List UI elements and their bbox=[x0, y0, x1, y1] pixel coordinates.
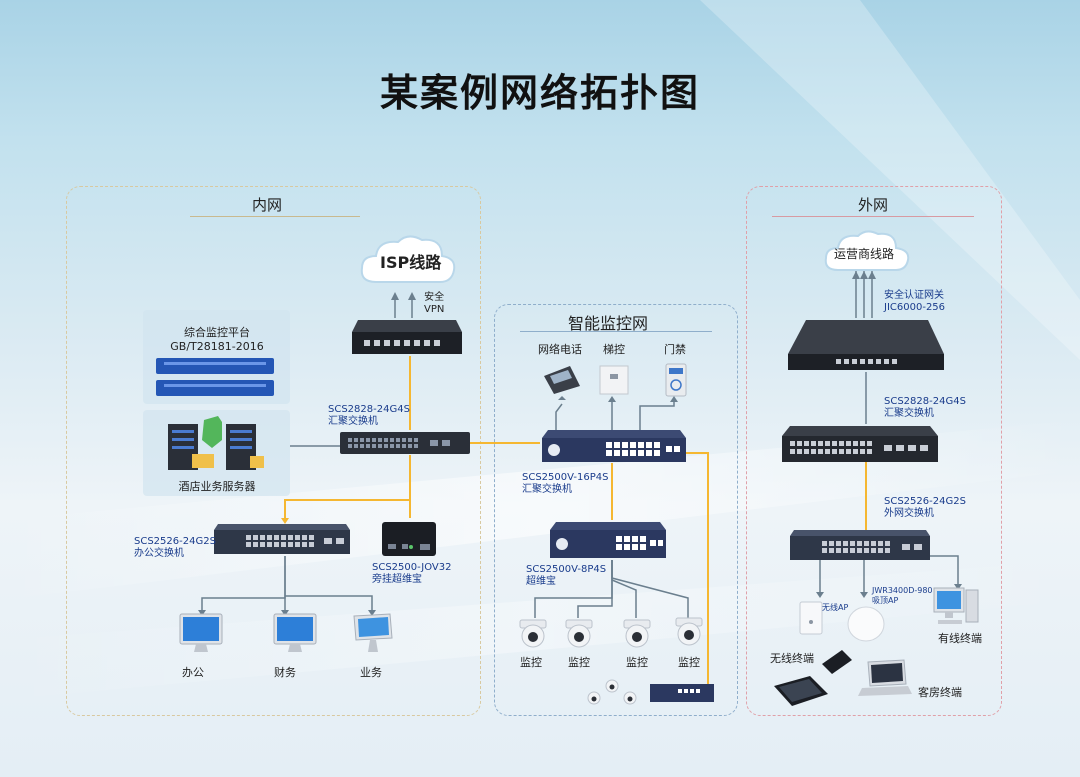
camera-label: 监控 bbox=[678, 656, 700, 669]
terminal-label: 办公 bbox=[182, 666, 204, 679]
wall-ap-icon bbox=[799, 601, 823, 635]
elevator-panel-icon bbox=[599, 365, 629, 395]
guest-terminal-label: 客房终端 bbox=[918, 686, 962, 699]
hotel-server-icon bbox=[168, 416, 264, 470]
zone-monitor-network bbox=[494, 304, 738, 716]
divider bbox=[190, 216, 360, 217]
wired-pc-icon bbox=[933, 587, 979, 624]
business-kiosk-icon bbox=[353, 613, 393, 652]
access-control-label: 门禁 bbox=[664, 343, 686, 356]
elevator-control-label: 梯控 bbox=[603, 343, 625, 356]
zone-inner-title: 内网 bbox=[252, 196, 283, 214]
wireless-ap-label: 无线AP bbox=[822, 603, 849, 612]
isp-label: ISP线路 bbox=[380, 253, 442, 272]
divider bbox=[772, 216, 974, 217]
dome-camera-icon bbox=[565, 619, 593, 648]
server-rack-icon bbox=[156, 358, 274, 396]
monitor-agg-switch-icon bbox=[542, 430, 686, 462]
camera-label: 监控 bbox=[626, 656, 648, 669]
dome-camera-icon bbox=[675, 617, 703, 646]
zone-outer-network bbox=[746, 186, 1002, 716]
mini-switch-icon bbox=[650, 684, 714, 702]
page-title: 某案例网络拓扑图 bbox=[379, 71, 700, 115]
ceiling-ap-icon bbox=[847, 606, 885, 642]
bypass-device-icon bbox=[382, 522, 436, 556]
wireless-terminal-label: 无线终端 bbox=[770, 652, 814, 665]
zone-outer-title: 外网 bbox=[858, 196, 889, 214]
camera-group-icon bbox=[587, 679, 637, 705]
office-pc-icon bbox=[179, 613, 223, 652]
security-gateway-icon bbox=[788, 320, 944, 370]
core-switch-icon bbox=[340, 432, 470, 454]
tablet-icon bbox=[774, 676, 828, 706]
office-switch-icon bbox=[214, 524, 350, 554]
wired-terminal-label: 有线终端 bbox=[938, 632, 982, 645]
divider bbox=[520, 331, 712, 332]
terminal-label: 财务 bbox=[274, 666, 296, 679]
hotel-server-label: 酒店业务服务器 bbox=[178, 480, 256, 493]
zone-inner-network bbox=[66, 186, 481, 716]
carrier-cloud-icon bbox=[824, 230, 910, 271]
door-access-icon bbox=[665, 363, 687, 397]
vpn-router-icon bbox=[352, 320, 462, 354]
outer-switch-icon bbox=[790, 530, 930, 560]
terminal-label: 业务 bbox=[360, 666, 382, 679]
monitor-edge-switch-icon bbox=[550, 522, 666, 558]
outer-agg-switch-icon bbox=[782, 426, 938, 462]
ip-phone-icon bbox=[544, 366, 580, 394]
laptop-icon bbox=[858, 659, 912, 696]
smartphone-icon bbox=[822, 650, 852, 674]
zone-monitor-title: 智能监控网 bbox=[568, 314, 649, 333]
ip-phone-label: 网络电话 bbox=[538, 343, 582, 356]
camera-label: 监控 bbox=[568, 656, 590, 669]
isp-cloud-icon bbox=[360, 235, 456, 283]
finance-pc-icon bbox=[273, 613, 317, 652]
carrier-label: 运营商线路 bbox=[834, 247, 895, 261]
dome-camera-icon bbox=[519, 619, 547, 648]
dome-camera-icon bbox=[623, 619, 651, 648]
camera-label: 监控 bbox=[520, 656, 542, 669]
